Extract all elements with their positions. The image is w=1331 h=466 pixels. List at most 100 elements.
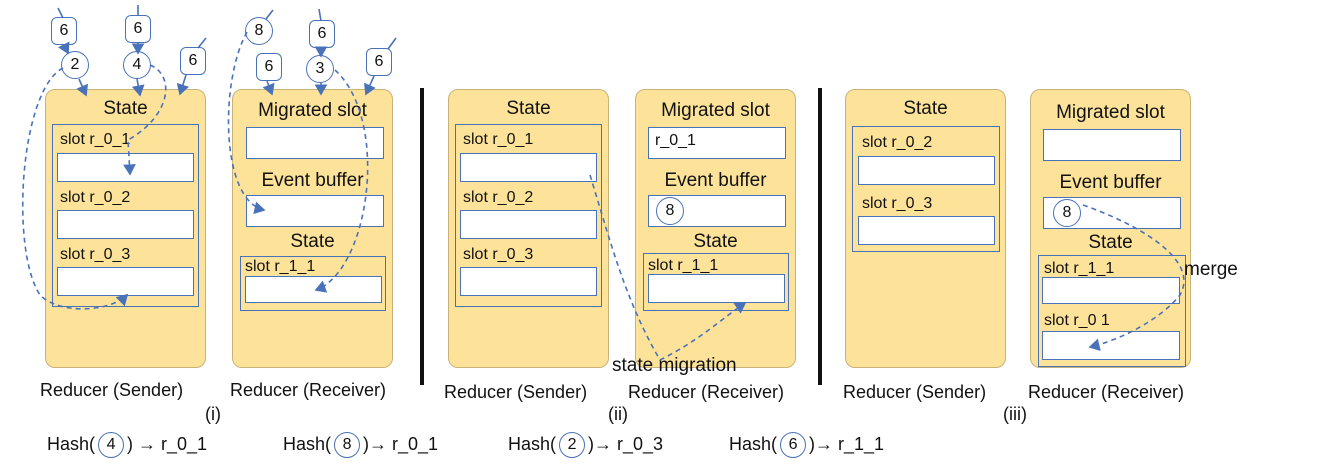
dashed-3-to-r11 [314, 69, 369, 293]
panel-ii-sender-caption: Reducer (Sender) [444, 382, 588, 402]
hash-eq-1-key: 4 [98, 432, 125, 459]
hash-eq-2-suffix: )→ r_0_1 [363, 434, 439, 454]
event-2: 2 [61, 51, 89, 79]
arrow-6f-receiver [364, 75, 376, 96]
panel-i-receiver-state-label: State [290, 231, 335, 252]
panel-i-receiver-caption: Reducer (Receiver) [230, 380, 387, 400]
arrow-6a-2 [57, 41, 70, 55]
hash-eq-3-suffix: )→ r_0_3 [588, 434, 664, 454]
event-6-b: 6 [125, 15, 151, 43]
panel-ii-slot-r03-box [460, 267, 597, 296]
arrow-6e-in [318, 8, 322, 22]
panel-ii-buffered-event-8: 8 [656, 197, 684, 225]
state-migration-label: state migration [612, 355, 737, 376]
panel-ii-slot-r01-label: slot r_0_1 [463, 131, 534, 148]
panel-iii-receiver-state-container [1038, 255, 1186, 367]
hash-eq-3-prefix: Hash( [508, 434, 557, 454]
panel-i-migrated-slot-label: Migrated slot [258, 100, 367, 121]
panel-ii-migrated-slot-label: Migrated slot [661, 100, 770, 121]
panel-i-receiver-state-container [240, 256, 386, 311]
event-6-c: 6 [180, 47, 206, 75]
hash-eq-2-prefix: Hash( [283, 434, 332, 454]
panel-iii-slot-r03-label: slot r_0_3 [862, 195, 933, 212]
panel-ii-receiver-state-container [643, 253, 789, 311]
panel-ii-migrated-slot-value: r_0_1 [655, 132, 696, 149]
dashed-4-to-r01 [123, 64, 167, 176]
panel-i-slot-r01-box [57, 153, 194, 182]
separator-1 [420, 88, 424, 385]
panel-iii-slot-r02-box [858, 156, 995, 185]
event-6-a: 6 [51, 17, 77, 45]
panel-i-event-buffer-box [246, 195, 384, 227]
arrow-6c-sender [176, 74, 189, 96]
panel-ii-label: (ii) [608, 404, 628, 424]
panel-ii-slot-r11-label: slot r_1_1 [648, 257, 719, 274]
panel-iii-slot-r02-label: slot r_0_2 [862, 134, 933, 151]
panel-ii-slot-r02-label: slot r_0_2 [463, 189, 534, 206]
panel-iii-slot-r11-label: slot r_1_1 [1044, 260, 1115, 277]
hash-eq-2: Hash(8)→ r_0_1 [283, 429, 438, 459]
panel-iii-migrated-slot-box [1043, 129, 1181, 161]
panel-iii-buffered-event-8: 8 [1053, 199, 1081, 227]
panel-i-sender-state-label: State [103, 98, 148, 119]
merge-label: merge [1184, 259, 1238, 280]
panel-iii-receiver-state-label: State [1088, 232, 1133, 253]
separator-2 [818, 88, 822, 385]
hash-eq-4-prefix: Hash( [729, 434, 778, 454]
panel-ii-receiver-caption: Reducer (Receiver) [628, 382, 785, 402]
panel-ii-sender-state-container [455, 124, 602, 307]
panel-i-migrated-slot-box [246, 127, 384, 159]
event-6-e: 6 [309, 20, 335, 48]
panel-i-label: (i) [205, 404, 221, 424]
arrow-6a-in [57, 7, 64, 19]
panel-iii-label: (iii) [1003, 404, 1027, 424]
arrow-6d-receiver [262, 80, 275, 96]
arrow-4-sender [131, 78, 145, 97]
hash-eq-2-key: 8 [334, 432, 361, 459]
panel-ii-slot-r02-box [460, 210, 597, 239]
panel-ii-sender-state-label: State [506, 98, 551, 119]
hash-eq-1-suffix: ) → r_0_1 [127, 434, 208, 454]
panel-iii-sender-state-container [852, 126, 1000, 252]
panel-i-event-buffer-label: Event buffer [261, 170, 364, 191]
panel-i-sender-state-container [52, 124, 199, 307]
panel-iii-sender-state-label: State [903, 98, 948, 119]
panel-i-slot-r02-box [57, 210, 194, 239]
panel-ii-receiver-state-label: State [693, 231, 738, 252]
panel-i-slot-r11-label: slot r_1_1 [245, 258, 316, 275]
arrow-6c-in [197, 37, 207, 49]
panel-iii-migrated-slot-label: Migrated slot [1056, 102, 1165, 123]
panel-ii-migrated-slot-box: r_0_1 [648, 127, 786, 159]
panel-iii-slot-r01-box [1042, 331, 1180, 360]
panel-iii-slot-r01-label: slot r_0 1 [1044, 312, 1110, 329]
panel-i-slot-r11-box [245, 276, 382, 303]
hash-eq-4: Hash(6)→ r_1_1 [729, 429, 884, 459]
panel-ii-slot-r01-box [460, 153, 597, 182]
event-3: 3 [306, 55, 334, 83]
arrow-8-in [265, 9, 274, 20]
event-6-d: 6 [256, 53, 282, 81]
panel-iii-event-buffer-label: Event buffer [1059, 172, 1162, 193]
panel-i-slot-r03-label: slot r_0_3 [60, 246, 131, 263]
hash-eq-1-prefix: Hash( [47, 434, 96, 454]
hash-eq-3: Hash(2)→ r_0_3 [508, 429, 663, 459]
dashed-2-to-r03 [21, 67, 129, 310]
panel-i-sender-caption: Reducer (Sender) [40, 380, 184, 400]
panel-iii-sender-caption: Reducer (Sender) [843, 382, 987, 402]
event-8-incoming: 8 [245, 17, 273, 45]
hash-eq-4-suffix: )→ r_1_1 [809, 434, 885, 454]
hash-eq-4-key: 6 [780, 432, 807, 459]
hash-eq-3-key: 2 [559, 432, 586, 459]
arrow-2-sender [76, 78, 89, 97]
panel-ii-slot-r11-box [648, 274, 785, 303]
panel-iii-receiver-caption: Reducer (Receiver) [1028, 382, 1185, 402]
panel-i-slot-r02-label: slot r_0_2 [60, 189, 131, 206]
dashed-8-to-buffer [227, 31, 266, 215]
hash-eq-1: Hash(4) → r_0_1 [47, 429, 207, 459]
panel-iii-slot-r11-box [1042, 277, 1180, 304]
panel-ii-event-buffer-label: Event buffer [664, 170, 767, 191]
panel-iii-slot-r03-box [858, 216, 995, 245]
dashed-state-migration [589, 174, 747, 362]
event-6-f: 6 [366, 48, 392, 76]
